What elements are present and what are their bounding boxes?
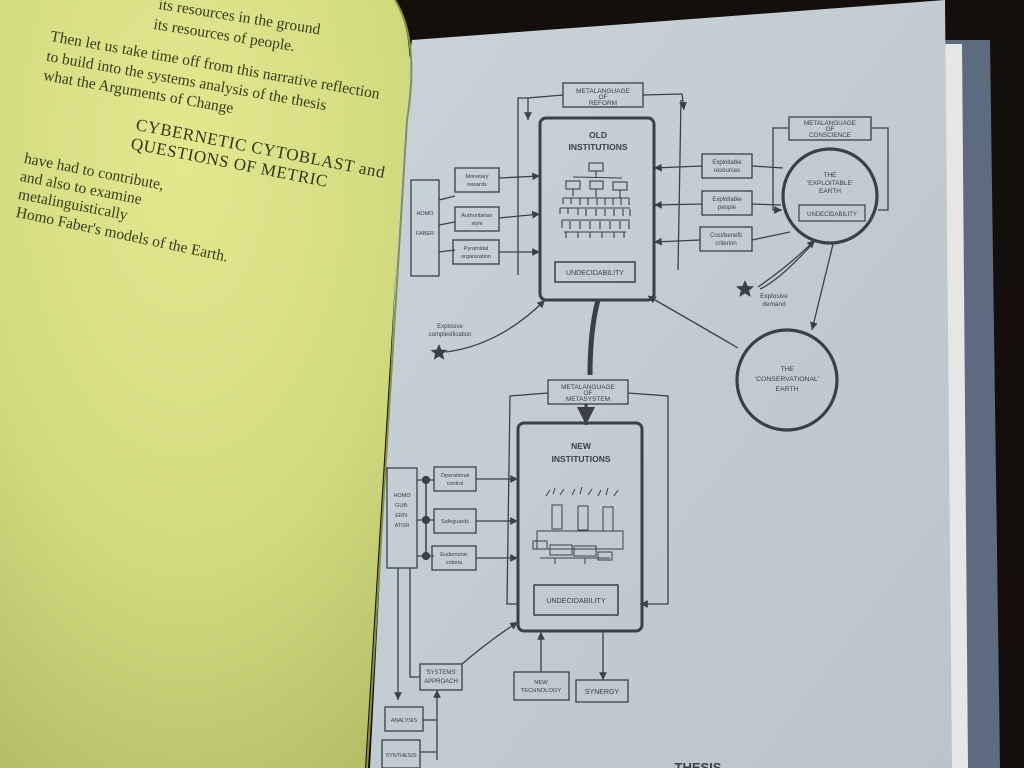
synthesis-box: [381, 739, 421, 768]
input-new-3-line-1: Eudemonic: [440, 552, 468, 558]
input-right-box-2: [701, 190, 753, 216]
input-old-box-1: [454, 167, 500, 193]
synthesis-label: SYNTHESIS: [385, 753, 417, 759]
homo-gubernator-line-4: ATOR: [395, 523, 410, 529]
homo-gubernator-line-2: GUB-: [395, 503, 409, 509]
metalanguage-reform-line-2: OF: [598, 94, 607, 101]
old-institutions-title-2: INSTITUTIONS: [568, 142, 627, 152]
homo-gubernator-box: [386, 467, 418, 569]
homo-gubernator-line-1: HOMO: [393, 493, 411, 499]
input-right-3-line-2: criterion: [715, 241, 736, 247]
analysis-label: ANALYSIS: [391, 718, 418, 724]
input-right-1-line-2: resources: [714, 168, 740, 174]
new-institutions-title-1: NEW: [571, 441, 592, 451]
metalanguage-metasystem-line-3: METASYSTEM: [566, 396, 610, 403]
synergy-label: SYNERGY: [585, 689, 620, 696]
exploitable-earth-line-2: 'EXPLOITABLE': [807, 180, 853, 187]
undecidability-old-label: UNDECIDABILITY: [566, 270, 624, 277]
metalanguage-reform-line-3: REFORM: [589, 100, 617, 107]
systems-approach-line-1: 'SYSTEMS': [426, 670, 457, 676]
gutter: [366, 0, 413, 768]
conservational-earth-line-3: EARTH: [776, 386, 799, 393]
exploitable-earth-line-1: THE: [824, 172, 838, 179]
homo-gubernator-line-3: ERN-: [395, 513, 409, 519]
star-icon: [735, 280, 755, 297]
metalanguage-conscience-line-1: METALANGUAGE: [804, 120, 856, 127]
input-new-2-line-1: Safeguards: [441, 519, 469, 525]
metalanguage-conscience-line-2: OF: [826, 126, 835, 133]
explosive-demand-line-1: Explosive: [760, 293, 788, 300]
input-old-box-2: [454, 206, 500, 232]
input-new-3-line-2: criteria: [446, 560, 463, 566]
input-right-3-line-1: Cost/benefit: [710, 233, 742, 239]
machine-icon: [532, 486, 624, 564]
metalanguage-metasystem-line-2: OF: [583, 390, 592, 397]
input-right-box-3: [699, 226, 753, 252]
input-old-2-line-1: Authoritarian: [461, 213, 492, 219]
metalanguage-metasystem-line-1: METALANGUAGE: [561, 384, 615, 391]
exploitable-earth-circle: [781, 147, 879, 245]
analysis-box: [384, 706, 424, 732]
input-old-1-line-1: Monetary: [466, 174, 489, 180]
org-chart-icon: [559, 162, 631, 238]
homo-faber-line-2: FABER: [416, 231, 434, 237]
star-icon: [430, 344, 448, 360]
input-old-3-line-2: organization: [461, 254, 491, 260]
undecidability-new-box: [533, 584, 619, 616]
conservational-earth-line-2: 'CONSERVATIONAL': [755, 376, 819, 383]
page-footer-thesis: THESIS: [675, 760, 722, 768]
new-institutions-title-2: INSTITUTIONS: [551, 454, 610, 464]
input-old-3-line-1: Pyramidal: [464, 246, 488, 252]
conservational-earth-line-1: THE: [780, 366, 794, 373]
explosive-complexification-line-2: complexification: [429, 332, 472, 338]
synergy-box: [575, 679, 629, 703]
right-page: [370, 0, 952, 768]
homo-faber-box: [410, 179, 440, 277]
input-old-1-line-2: rewards: [467, 182, 487, 188]
input-right-2-line-2: people: [718, 205, 737, 211]
undecidability-earth-label: UNDECIDABILITY: [807, 212, 857, 218]
metalanguage-metasystem-box: [547, 379, 629, 405]
undecidability-earth-box: [798, 204, 866, 222]
metalanguage-conscience-line-3: CONSCIENCE: [809, 132, 851, 139]
input-right-2-line-1: Exploitable: [712, 197, 742, 203]
input-new-1-line-1: Operational: [441, 473, 469, 479]
systems-approach-line-2: APPROACH: [424, 679, 458, 685]
undecidability-old-box: [554, 261, 636, 283]
left-page-text: its resources in the ground its resource…: [0, 0, 420, 300]
exploitable-earth-line-3: EARTH: [819, 188, 841, 195]
input-old-2-line-2: style: [471, 221, 482, 227]
conservational-earth-circle: [735, 328, 839, 432]
new-technology-line-2: TECHNOLOGY: [521, 688, 562, 694]
metalanguage-reform-line-1: METALANGUAGE: [576, 88, 630, 95]
left-page: [0, 0, 410, 768]
old-institutions-title-1: OLD: [589, 130, 607, 140]
input-right-1-line-1: Exploitable: [712, 160, 742, 166]
new-institutions-box: [516, 421, 644, 633]
new-technology-line-1: NEW: [534, 680, 548, 686]
homo-faber-line-1: HOMO: [416, 211, 434, 217]
explosive-complexification-line-1: Explosive: [437, 324, 463, 330]
explosive-demand-line-2: demand: [762, 301, 786, 308]
undecidability-new-label: UNDECIDABILITY: [546, 596, 606, 605]
input-new-1-line-2: control: [447, 481, 464, 487]
